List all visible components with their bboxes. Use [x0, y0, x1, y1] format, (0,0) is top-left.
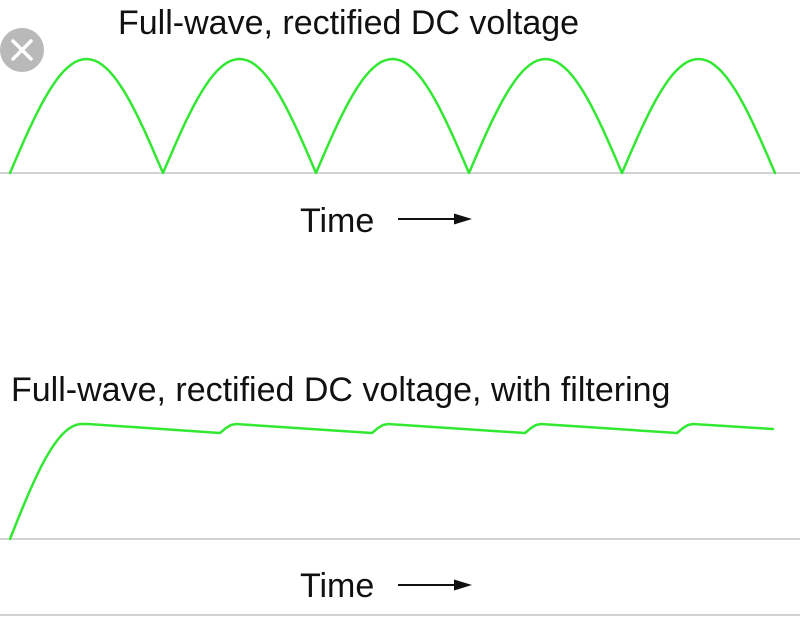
bottom-panel: Full-wave, rectified DC voltage, with fi…	[0, 371, 800, 616]
top-time-label: Time	[300, 202, 374, 240]
bottom-time-arrow-icon	[398, 579, 472, 591]
bottom-panel-title: Full-wave, rectified DC voltage, with fi…	[11, 371, 670, 409]
close-button[interactable]	[0, 28, 44, 72]
filtered-dc-waveform	[8, 422, 775, 541]
top-time-arrow-icon	[398, 213, 472, 225]
full-wave-rectified-waveform	[8, 57, 777, 175]
close-icon	[11, 39, 33, 61]
bottom-time-label: Time	[300, 567, 374, 605]
top-panel: Full-wave, rectified DC voltage Time	[0, 4, 800, 240]
top-panel-title: Full-wave, rectified DC voltage	[118, 4, 579, 42]
